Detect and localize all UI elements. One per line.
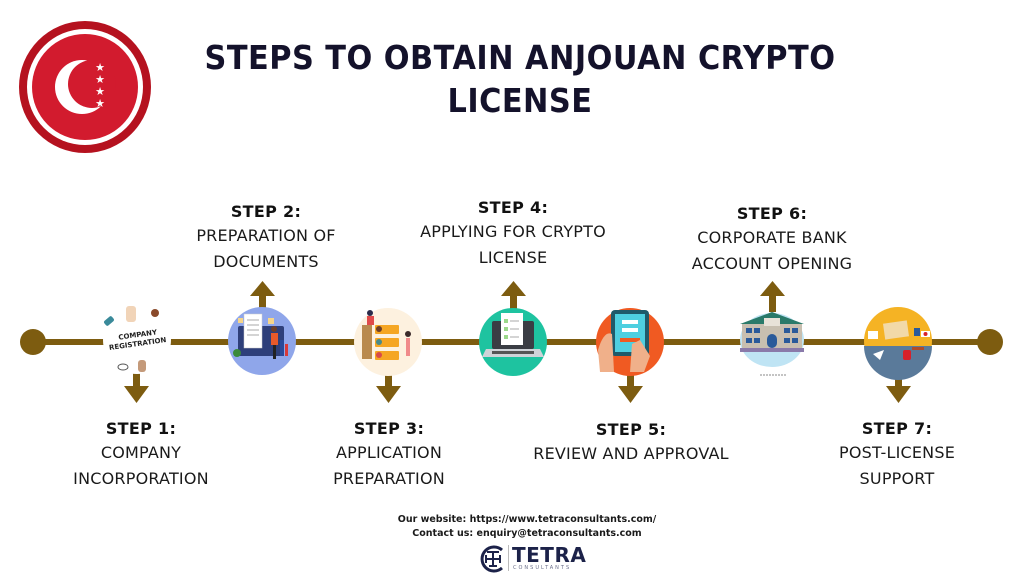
arrow-down-step-3 (376, 370, 401, 403)
company-registration-icon: COMPANY REGISTRATION (103, 306, 171, 374)
bank-building-icon (740, 312, 804, 376)
step-4-label: STEP 4: APPLYING FOR CRYPTO LICENSE (393, 197, 633, 271)
step-2-desc-line-2: DOCUMENTS (213, 252, 319, 271)
footer-website[interactable]: Our website: https://www.tetraconsultant… (397, 514, 657, 525)
timeline-end-dot (977, 329, 1003, 355)
arrow-up-step-6 (760, 281, 785, 312)
step-6-label: STEP 6: CORPORATE BANK ACCOUNT OPENING (662, 203, 882, 277)
step-5-number: STEP 5: (595, 420, 667, 439)
step-2-number: STEP 2: (230, 202, 302, 221)
brand-divider (508, 545, 509, 571)
step-7-label: STEP 7: POST-LICENSE SUPPORT (787, 418, 1007, 492)
brand-subtitle: CONSULTANTS (513, 565, 572, 571)
step-5-desc-line-1: REVIEW AND APPROVAL (533, 444, 729, 463)
arrow-up-step-4 (501, 281, 526, 312)
post-license-support-icon (864, 307, 932, 380)
tetra-emblem-icon (480, 545, 503, 573)
step-2-label: STEP 2: PREPARATION OF DOCUMENTS (156, 201, 376, 275)
arrow-down-step-5 (618, 370, 643, 403)
title-line-1: STEPS TO OBTAIN ANJOUAN CRYPTO (204, 38, 836, 77)
step-7-desc-line-1: POST-LICENSE (838, 443, 956, 462)
step-1-desc-line-2: INCORPORATION (73, 469, 209, 488)
timeline-start-dot (20, 329, 46, 355)
step-6-desc-line-1: CORPORATE BANK (697, 228, 847, 247)
page-title: STEPS TO OBTAIN ANJOUAN CRYPTO LICENSE (180, 36, 861, 122)
step-4-desc-line-2: LICENSE (478, 248, 548, 267)
step-5-label: STEP 5: REVIEW AND APPROVAL (511, 419, 751, 467)
brand-name: TETRA (512, 543, 587, 567)
step-3-desc-line-2: PREPARATION (333, 469, 445, 488)
svg-text:★: ★ (95, 73, 105, 86)
step-4-desc-line-1: APPLYING FOR CRYPTO (420, 222, 606, 241)
svg-text:★: ★ (95, 97, 105, 110)
step-7-number: STEP 7: (861, 419, 933, 438)
step-3-number: STEP 3: (353, 419, 425, 438)
step-1-number: STEP 1: (105, 419, 177, 438)
step-6-number: STEP 6: (736, 204, 808, 223)
step-7-desc-line-2: SUPPORT (859, 469, 935, 488)
step-1-desc-line-1: COMPANY (100, 443, 182, 462)
step-4-number: STEP 4: (477, 198, 549, 217)
footer-contact[interactable]: Contact us: enquiry@tetraconsultants.com (412, 528, 642, 539)
svg-text:★: ★ (95, 85, 105, 98)
step-6-desc-line-2: ACCOUNT OPENING (691, 254, 853, 273)
tablet-register-icon (596, 308, 664, 376)
step-3-label: STEP 3: APPLICATION PREPARATION (279, 418, 499, 492)
application-profiles-icon (354, 308, 422, 376)
document-preparation-icon (228, 307, 296, 375)
step-1-label: STEP 1: COMPANY INCORPORATION (31, 418, 251, 492)
arrow-up-step-2 (250, 281, 275, 312)
step-3-desc-line-1: APPLICATION (335, 443, 442, 462)
svg-text:★: ★ (95, 61, 105, 74)
laptop-checklist-icon (479, 308, 547, 376)
tetra-brand-logo: TETRA CONSULTANTS (478, 543, 586, 575)
arrow-down-step-1 (124, 368, 149, 403)
step-2-desc-line-1: PREPARATION OF (196, 226, 336, 245)
anjouan-flag-logo-icon: ★ ★ ★ ★ (19, 21, 151, 153)
title-line-2: LICENSE (447, 81, 593, 120)
